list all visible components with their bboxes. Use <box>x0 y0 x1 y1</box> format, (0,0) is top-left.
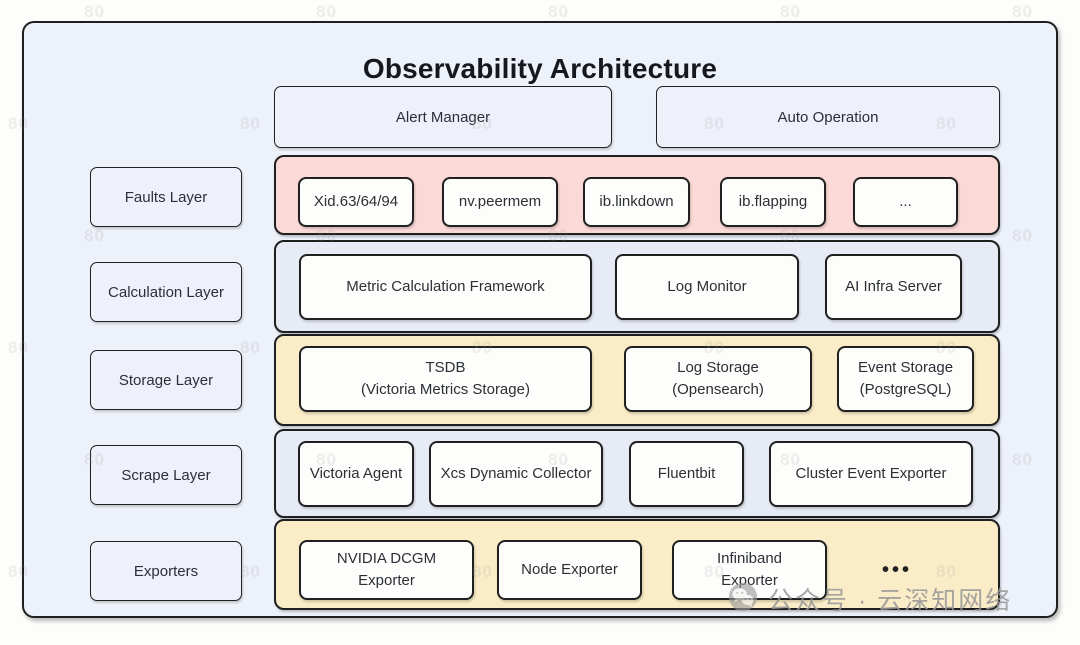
node-log-storage: Log Storage (Opensearch) <box>624 346 812 412</box>
layer-label-exporters: Exporters <box>90 541 242 601</box>
node-event-storage-label: Event Storage <box>857 359 954 377</box>
layer-label-storage: Storage Layer <box>90 350 242 410</box>
node-event-storage-sublabel: (PostgreSQL) <box>859 381 952 398</box>
node-node-exporter: Node Exporter <box>497 540 642 600</box>
watermark-80: 80 <box>1012 2 1033 21</box>
node-ib-flapping-fault: ib.flapping <box>720 177 826 227</box>
node-event-storage: Event Storage (PostgreSQL) <box>837 346 974 412</box>
node-alert-manager: Alert Manager <box>274 86 612 148</box>
node-tsdb-label: TSDB <box>425 359 466 377</box>
node-cluster-event-exporter: Cluster Event Exporter <box>769 441 973 507</box>
watermark-80: 80 <box>84 2 105 21</box>
diagram-frame: Observability Architecture Alert Manager… <box>22 21 1058 618</box>
node-tsdb: TSDB (Victoria Metrics Storage) <box>299 346 592 412</box>
layer-label-calculation: Calculation Layer <box>90 262 242 322</box>
node-infiniband-exporter-label: Infiniband <box>716 550 783 568</box>
node-xid-fault: Xid.63/64/94 <box>298 177 414 227</box>
node-log-monitor: Log Monitor <box>615 254 799 320</box>
node-log-storage-sublabel: (Opensearch) <box>672 381 764 398</box>
node-metric-calculation-framework: Metric Calculation Framework <box>299 254 592 320</box>
node-more-faults: ... <box>853 177 958 227</box>
node-log-storage-label: Log Storage <box>677 359 759 377</box>
node-fluentbit: Fluentbit <box>629 441 744 507</box>
node-victoria-agent: Victoria Agent <box>298 441 414 507</box>
node-tsdb-sublabel: (Victoria Metrics Storage) <box>361 381 530 398</box>
node-infiniband-exporter-sublabel: Exporter <box>721 572 778 589</box>
layer-label-faults: Faults Layer <box>90 167 242 227</box>
node-auto-operation: Auto Operation <box>656 86 1000 148</box>
more-exporters-ellipsis: ••• <box>881 559 912 581</box>
watermark-80: 80 <box>316 2 337 21</box>
diagram-title: Observability Architecture <box>362 53 718 84</box>
node-nv-peermem-fault: nv.peermem <box>442 177 558 227</box>
watermark-80: 80 <box>780 2 801 21</box>
node-ai-infra-server: AI Infra Server <box>825 254 962 320</box>
watermark-80: 80 <box>548 2 569 21</box>
node-nvidia-dcgm-exporter: NVIDIA DCGM Exporter <box>299 540 474 600</box>
node-ib-linkdown-fault: ib.linkdown <box>583 177 690 227</box>
node-infiniband-exporter: Infiniband Exporter <box>672 540 827 600</box>
layer-label-scrape: Scrape Layer <box>90 445 242 505</box>
node-xcs-dynamic-collector: Xcs Dynamic Collector <box>429 441 603 507</box>
